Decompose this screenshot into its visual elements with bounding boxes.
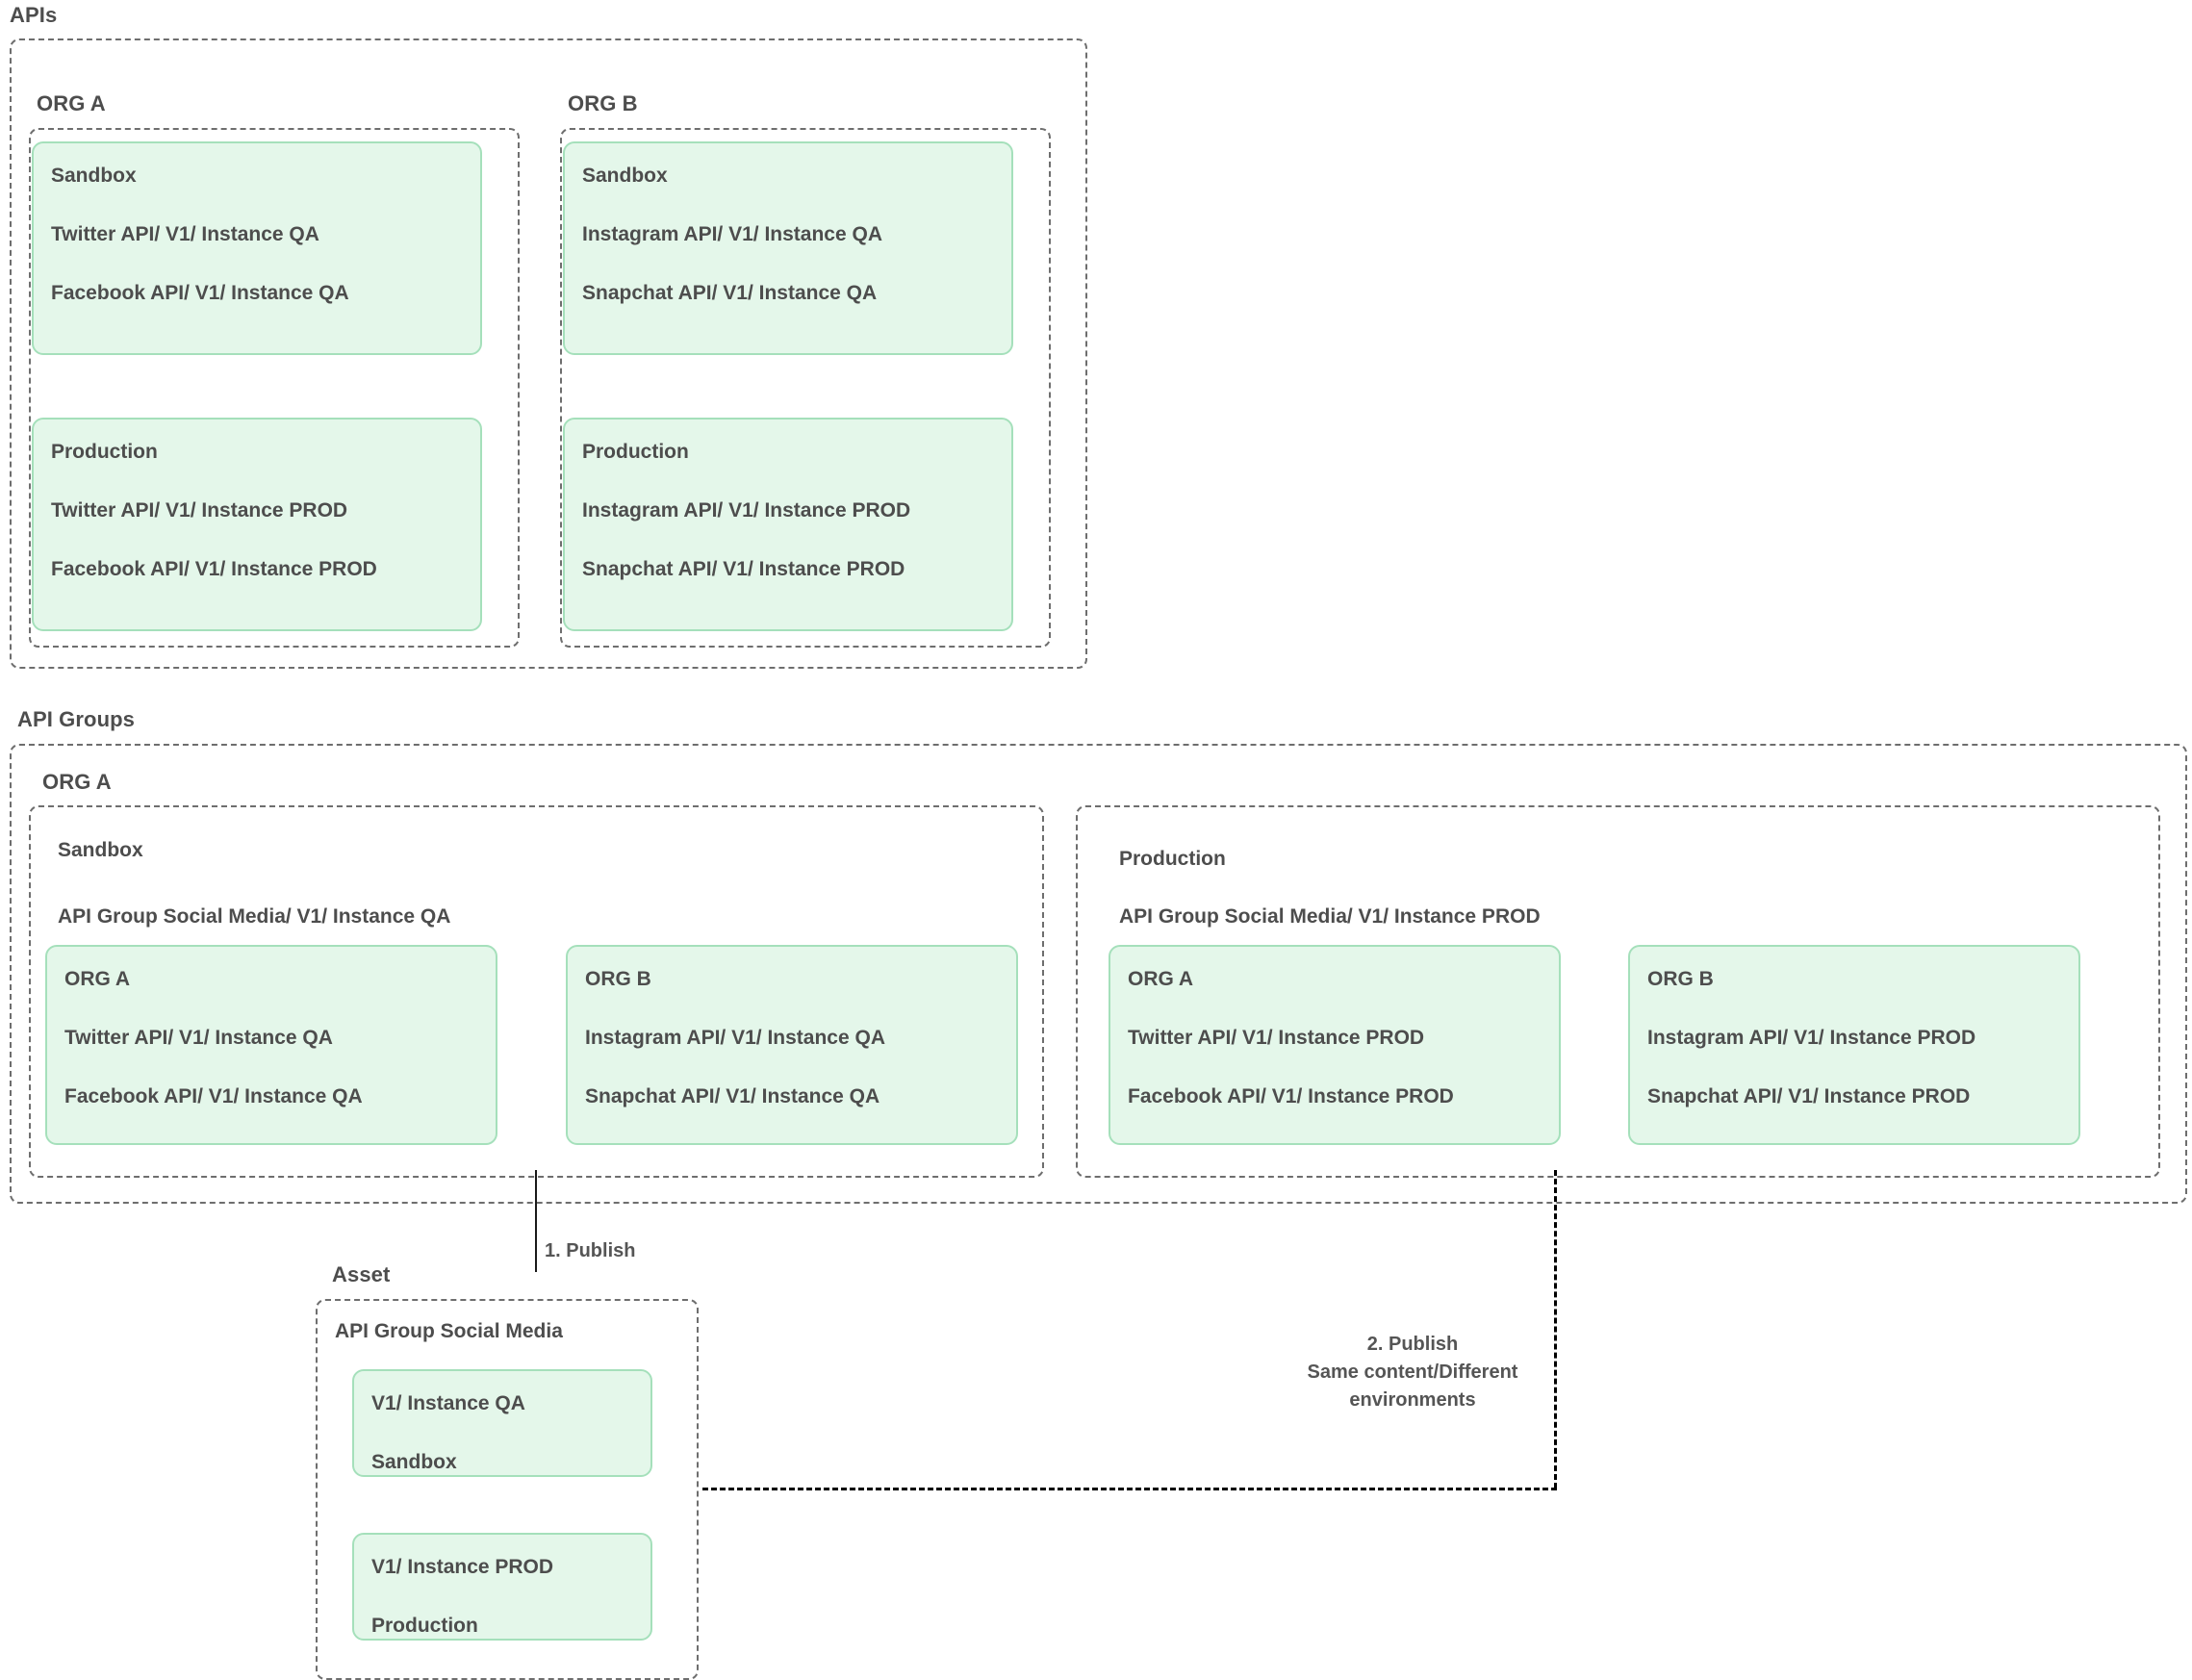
api-instance: Facebook API/ V1/ Instance PROD bbox=[51, 558, 377, 581]
api-instance: Twitter API/ V1/ Instance PROD bbox=[51, 499, 348, 522]
asset-container bbox=[316, 1299, 699, 1680]
api-groups-sandbox-path: API Group Social Media/ V1/ Instance QA bbox=[58, 905, 451, 928]
apis-org-a-label: ORG A bbox=[37, 91, 106, 115]
api-instance: Instagram API/ V1/ Instance QA bbox=[582, 223, 882, 246]
org-name: ORG B bbox=[585, 968, 651, 990]
api-instance: Instagram API/ V1/ Instance QA bbox=[585, 1027, 885, 1050]
apis-org-a-production-card[interactable]: Production Twitter API/ V1/ Instance PRO… bbox=[32, 418, 482, 631]
connector-publish-1-label: 1. Publish bbox=[545, 1240, 636, 1261]
api-groups-sandbox-org-a-card[interactable]: ORG A Twitter API/ V1/ Instance QA Faceb… bbox=[45, 945, 497, 1145]
env-name: Sandbox bbox=[51, 165, 137, 187]
apis-org-a-sandbox-card[interactable]: Sandbox Twitter API/ V1/ Instance QA Fac… bbox=[32, 141, 482, 355]
apis-org-b-sandbox-card[interactable]: Sandbox Instagram API/ V1/ Instance QA S… bbox=[563, 141, 1013, 355]
env-name: Sandbox bbox=[582, 165, 668, 187]
asset-qa-card[interactable]: V1/ Instance QA Sandbox bbox=[352, 1369, 652, 1477]
asset-version: V1/ Instance QA bbox=[371, 1392, 525, 1414]
api-instance: Instagram API/ V1/ Instance PROD bbox=[1647, 1027, 1976, 1050]
org-name: ORG A bbox=[64, 968, 131, 990]
section-label-asset: Asset bbox=[332, 1262, 391, 1286]
api-groups-production-env-title: Production bbox=[1119, 848, 1226, 870]
apis-org-a-container bbox=[29, 128, 520, 648]
env-name: Production bbox=[582, 441, 689, 463]
api-instance: Facebook API/ V1/ Instance PROD bbox=[1128, 1085, 1454, 1108]
api-groups-production-org-b-card[interactable]: ORG B Instagram API/ V1/ Instance PROD S… bbox=[1628, 945, 2080, 1145]
asset-prod-card[interactable]: V1/ Instance PROD Production bbox=[352, 1533, 652, 1641]
connector-publish-2-line-2: Same content/Different bbox=[1307, 1362, 1518, 1383]
api-groups-outer-container bbox=[10, 744, 2187, 1204]
apis-org-b-label: ORG B bbox=[568, 91, 638, 115]
api-instance: Twitter API/ V1/ Instance QA bbox=[64, 1027, 333, 1050]
api-groups-sandbox-env-title: Sandbox bbox=[58, 839, 143, 861]
apis-org-b-container bbox=[560, 128, 1051, 648]
api-groups-org-label: ORG A bbox=[42, 770, 112, 794]
connector-publish-2-horizontal bbox=[702, 1488, 1557, 1490]
connector-publish-1 bbox=[535, 1170, 537, 1272]
api-instance: Instagram API/ V1/ Instance PROD bbox=[582, 499, 911, 522]
api-groups-sandbox-org-b-card[interactable]: ORG B Instagram API/ V1/ Instance QA Sna… bbox=[566, 945, 1018, 1145]
asset-env: Sandbox bbox=[371, 1451, 457, 1474]
api-groups-production-path: API Group Social Media/ V1/ Instance PRO… bbox=[1119, 905, 1541, 928]
asset-title: API Group Social Media bbox=[335, 1320, 563, 1342]
api-instance: Facebook API/ V1/ Instance QA bbox=[64, 1085, 363, 1108]
env-name: Production bbox=[51, 441, 158, 463]
asset-env: Production bbox=[371, 1615, 478, 1638]
api-instance: Twitter API/ V1/ Instance QA bbox=[51, 223, 319, 246]
api-groups-production-container bbox=[1076, 805, 2160, 1178]
api-instance: Snapchat API/ V1/ Instance PROD bbox=[582, 558, 905, 581]
api-instance: Snapchat API/ V1/ Instance QA bbox=[585, 1085, 880, 1108]
connector-publish-2-line-3: environments bbox=[1349, 1389, 1476, 1411]
asset-version: V1/ Instance PROD bbox=[371, 1556, 554, 1578]
api-instance: Twitter API/ V1/ Instance PROD bbox=[1128, 1027, 1425, 1050]
api-instance: Facebook API/ V1/ Instance QA bbox=[51, 282, 349, 305]
org-name: ORG B bbox=[1647, 968, 1714, 990]
section-label-api-groups: API Groups bbox=[17, 707, 136, 731]
apis-outer-container bbox=[10, 38, 1087, 669]
api-instance: Snapchat API/ V1/ Instance PROD bbox=[1647, 1085, 1971, 1108]
apis-org-b-production-card[interactable]: Production Instagram API/ V1/ Instance P… bbox=[563, 418, 1013, 631]
api-groups-production-org-a-card[interactable]: ORG A Twitter API/ V1/ Instance PROD Fac… bbox=[1109, 945, 1561, 1145]
api-instance: Snapchat API/ V1/ Instance QA bbox=[582, 282, 878, 305]
section-label-apis: APIs bbox=[10, 3, 58, 27]
connector-publish-2-vertical bbox=[1554, 1170, 1557, 1489]
org-name: ORG A bbox=[1128, 968, 1194, 990]
connector-publish-2-label: 2. Publish Same content/Different enviro… bbox=[1285, 1331, 1541, 1414]
connector-publish-2-line-1: 2. Publish bbox=[1366, 1334, 1459, 1355]
